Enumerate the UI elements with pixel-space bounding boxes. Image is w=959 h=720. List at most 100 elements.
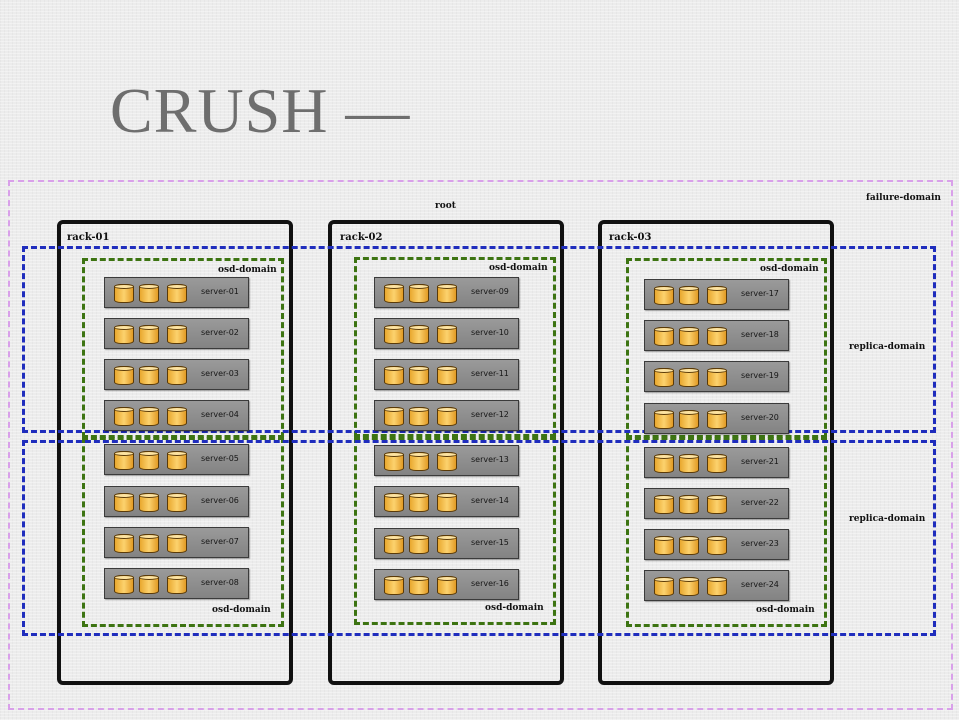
disk-icon	[409, 325, 429, 344]
disk-icon	[139, 534, 159, 553]
server-label: server-11	[471, 369, 509, 378]
server-unit: server-03	[104, 359, 249, 390]
disk-icon	[114, 451, 134, 470]
disk-icon	[384, 325, 404, 344]
disk-icon	[654, 368, 674, 387]
disk-icon	[167, 284, 187, 303]
server-unit: server-01	[104, 277, 249, 308]
osd-domain-rack03-top	[626, 258, 827, 438]
server-unit: server-17	[644, 279, 789, 310]
osd-domain-rack03-bottom	[626, 437, 827, 627]
server-unit: server-10	[374, 318, 519, 349]
disk-icon	[679, 327, 699, 346]
server-unit: server-13	[374, 445, 519, 476]
disk-icon	[679, 286, 699, 305]
disk-icon	[654, 327, 674, 346]
server-unit: server-18	[644, 320, 789, 351]
server-unit: server-08	[104, 568, 249, 599]
osd-domain-rack01-bottom	[82, 437, 284, 627]
disk-icon	[167, 534, 187, 553]
server-label: server-16	[471, 579, 509, 588]
server-unit: server-12	[374, 400, 519, 431]
server-label: server-21	[741, 457, 779, 466]
server-label: server-13	[471, 455, 509, 464]
server-label: server-14	[471, 496, 509, 505]
root-label: root	[435, 201, 456, 211]
server-unit: server-23	[644, 529, 789, 560]
osd-domain-label: osd-domain	[489, 263, 548, 273]
disk-icon	[409, 366, 429, 385]
disk-icon	[679, 454, 699, 473]
osd-domain-label: osd-domain	[485, 603, 544, 613]
server-unit: server-04	[104, 400, 249, 431]
replica-domain-top	[22, 246, 936, 433]
server-label: server-03	[201, 369, 239, 378]
server-label: server-22	[741, 498, 779, 507]
disk-icon	[654, 577, 674, 596]
disk-icon	[409, 576, 429, 595]
server-label: server-20	[741, 413, 779, 422]
disk-icon	[114, 284, 134, 303]
server-label: server-02	[201, 328, 239, 337]
server-unit: server-11	[374, 359, 519, 390]
disk-icon	[384, 576, 404, 595]
disk-icon	[437, 284, 457, 303]
server-unit: server-06	[104, 486, 249, 517]
server-label: server-10	[471, 328, 509, 337]
disk-icon	[167, 575, 187, 594]
disk-icon	[139, 451, 159, 470]
rack-03-label: rack-03	[609, 232, 652, 243]
disk-icon	[707, 368, 727, 387]
disk-icon	[139, 493, 159, 512]
disk-icon	[409, 452, 429, 471]
disk-icon	[679, 536, 699, 555]
disk-icon	[409, 493, 429, 512]
slide-title: CRUSH —	[110, 75, 411, 146]
disk-icon	[384, 452, 404, 471]
disk-icon	[654, 454, 674, 473]
osd-domain-label: osd-domain	[218, 265, 277, 275]
disk-icon	[139, 407, 159, 426]
disk-icon	[114, 366, 134, 385]
disk-icon	[707, 454, 727, 473]
failure-domain-label: failure-domain	[866, 193, 941, 203]
disk-icon	[437, 407, 457, 426]
server-unit: server-21	[644, 447, 789, 478]
server-label: server-18	[741, 330, 779, 339]
disk-icon	[114, 407, 134, 426]
server-label: server-24	[741, 580, 779, 589]
server-label: server-01	[201, 287, 239, 296]
server-unit: server-19	[644, 361, 789, 392]
disk-icon	[167, 407, 187, 426]
disk-icon	[114, 325, 134, 344]
server-label: server-04	[201, 410, 239, 419]
disk-icon	[654, 536, 674, 555]
osd-domain-rack02-top	[354, 257, 556, 437]
disk-icon	[114, 493, 134, 512]
disk-icon	[679, 368, 699, 387]
server-unit: server-22	[644, 488, 789, 519]
disk-icon	[139, 325, 159, 344]
osd-domain-label: osd-domain	[760, 264, 819, 274]
rack-03-enclosure	[598, 220, 834, 685]
rack-02-label: rack-02	[340, 232, 383, 243]
replica-domain-bottom	[22, 440, 936, 636]
rack-01-label: rack-01	[67, 232, 110, 243]
disk-icon	[437, 452, 457, 471]
disk-icon	[707, 536, 727, 555]
disk-icon	[654, 495, 674, 514]
disk-icon	[707, 410, 727, 429]
disk-icon	[437, 576, 457, 595]
replica-domain-label-top: replica-domain	[849, 342, 926, 352]
server-label: server-12	[471, 410, 509, 419]
disk-icon	[679, 577, 699, 596]
disk-icon	[707, 495, 727, 514]
rack-01-enclosure	[57, 220, 293, 685]
server-label: server-19	[741, 371, 779, 380]
disk-icon	[139, 284, 159, 303]
failure-domain-boundary	[8, 180, 953, 710]
server-unit: server-15	[374, 528, 519, 559]
server-unit: server-09	[374, 277, 519, 308]
disk-icon	[167, 493, 187, 512]
replica-domain-label-bottom: replica-domain	[849, 514, 926, 524]
